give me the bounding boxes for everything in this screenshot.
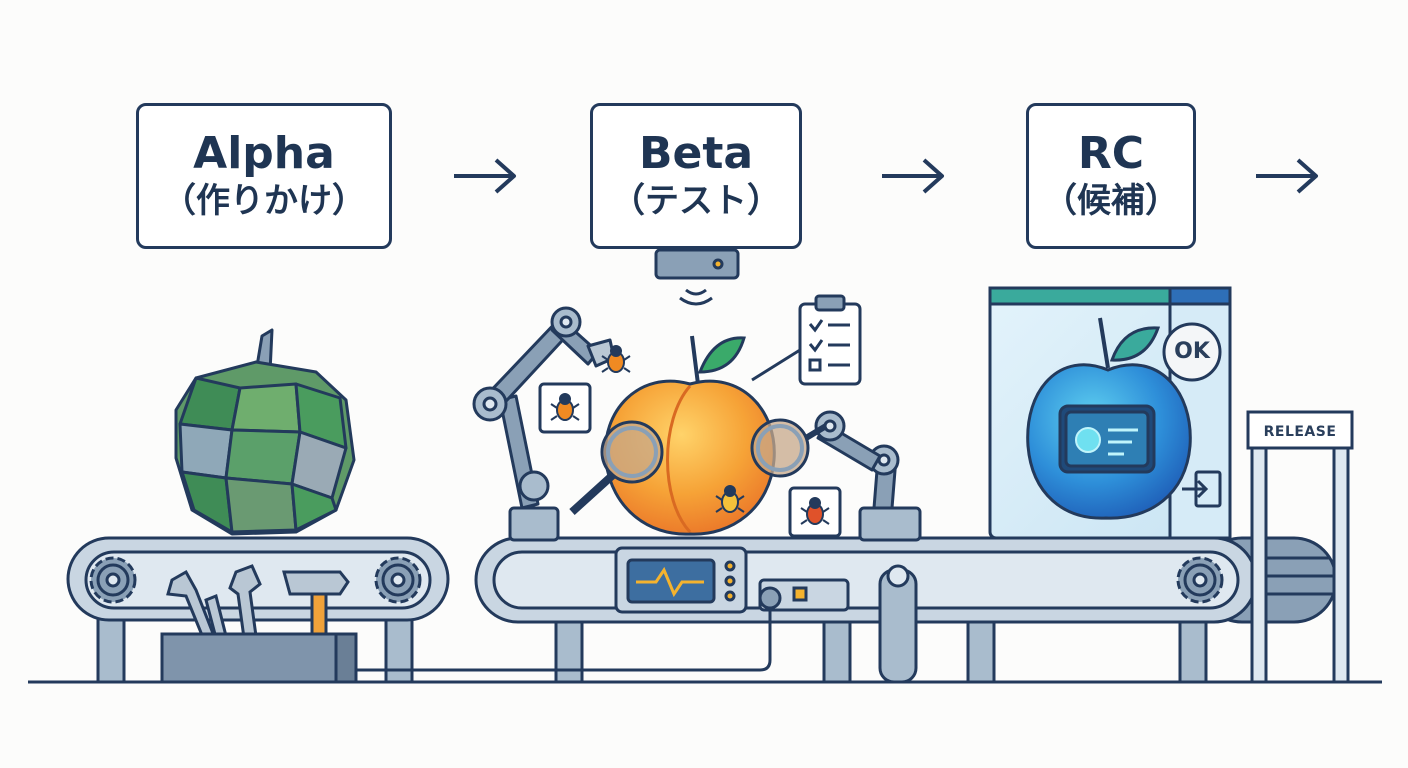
toolbox-icon	[160, 632, 358, 684]
stage-subtitle: （候補）	[1043, 181, 1179, 222]
arrow-right-icon	[882, 158, 944, 194]
arrow-right-icon	[1256, 158, 1318, 194]
stage-title: RC	[1077, 128, 1145, 180]
magnifier-icon	[750, 418, 828, 478]
stage-title: Alpha	[193, 128, 335, 180]
stage-subtitle: （テスト）	[611, 181, 781, 222]
bug-icon	[550, 393, 580, 421]
bug-icon	[800, 497, 830, 525]
control-panel	[614, 546, 850, 614]
robot-arm-icon	[814, 410, 922, 542]
stage-subtitle: （作りかけ）	[162, 181, 366, 222]
unfinished-apple-icon	[174, 328, 356, 536]
bug-sticker	[788, 486, 842, 538]
gear-icon	[1176, 556, 1224, 604]
ok-badge	[1162, 322, 1222, 382]
bug-icon	[601, 345, 631, 373]
gear-icon	[374, 556, 422, 604]
exit-arrow-icon	[1182, 470, 1222, 508]
stage-label-beta: Beta （テスト）	[590, 103, 802, 249]
stage-label-rc: RC （候補）	[1026, 103, 1196, 249]
waveform-icon	[636, 566, 704, 598]
cable	[356, 600, 772, 672]
bug-sticker	[538, 382, 592, 434]
release-gate-label: RELEASE	[1263, 424, 1337, 440]
polished-apple-icon	[1026, 317, 1192, 520]
hammer-icon	[282, 570, 350, 638]
checklist-icon	[751, 294, 862, 386]
gear-icon	[89, 556, 137, 604]
arrow-right-icon	[454, 158, 516, 194]
stage-title: Beta	[638, 128, 754, 180]
bug-icon	[715, 485, 745, 513]
stage-label-alpha: Alpha （作りかけ）	[136, 103, 392, 249]
robot-arm-icon	[472, 306, 616, 542]
ok-badge-label: OK	[1174, 338, 1210, 364]
magnifier-icon	[569, 420, 664, 515]
scanner-icon	[654, 248, 740, 306]
gate-icon	[1246, 410, 1354, 684]
